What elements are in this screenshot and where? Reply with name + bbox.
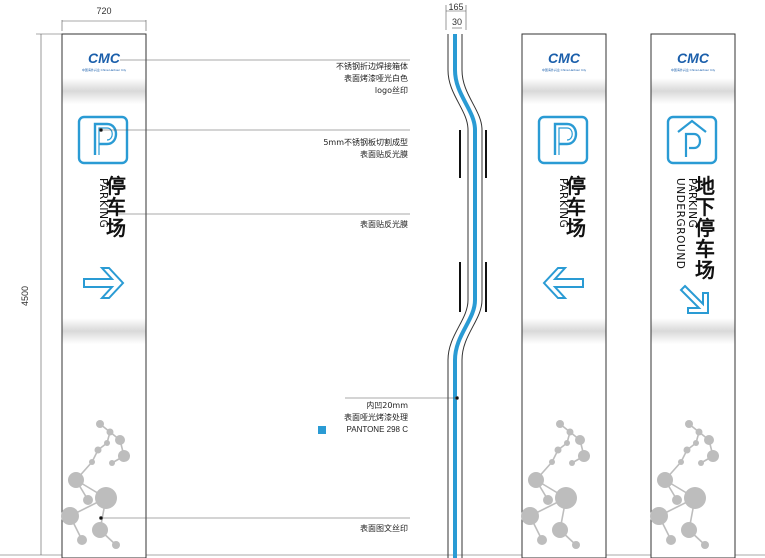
- sign-title-char: 停: [106, 174, 126, 198]
- annotation-line: 表面哑光烤漆处理: [344, 413, 408, 422]
- pantone-swatch: [318, 426, 326, 434]
- sign-english-text: PARKING: [557, 178, 569, 228]
- sign-title-char: 场: [566, 216, 586, 240]
- annotation-line: 表面图文丝印: [360, 524, 408, 533]
- arrow-right-icon: [83, 267, 125, 299]
- pantone-label: PANTONE 298 C: [346, 425, 408, 434]
- molecule-decoration: [650, 420, 719, 549]
- parking-icon: [77, 115, 129, 165]
- sign-title-char: 下: [695, 195, 715, 219]
- arrow-left-icon: [542, 267, 584, 299]
- annotation-line: 表面贴反光膜: [360, 220, 408, 229]
- annotation-line: 内凹20mm: [366, 401, 408, 410]
- sign-title-char: 车: [566, 195, 586, 219]
- silver-band: [522, 78, 606, 104]
- sign-title-char: 车: [106, 195, 126, 219]
- svg-text:中国海外兴业 China Harbour City: 中国海外兴业 China Harbour City: [671, 67, 716, 72]
- silver-band: [62, 318, 146, 344]
- sign-title-char: 场: [695, 258, 715, 282]
- side-profile: [447, 34, 487, 558]
- annotation-reflective-film: 表面贴反光膜: [360, 219, 408, 231]
- profile-inner-label: 30: [452, 17, 462, 27]
- annotation-panel-material: 5mm不锈钢板切割成型 表面贴反光膜: [323, 137, 408, 161]
- silver-band: [522, 318, 606, 344]
- leader-lines: [99, 59, 459, 520]
- molecule-decoration: [61, 420, 130, 549]
- annotation-line: 表面贴反光膜: [360, 150, 408, 159]
- annotation-line: 表面烤漆哑光白色: [344, 74, 408, 83]
- height-dimension: 4500: [20, 33, 62, 555]
- underground-parking-icon: [666, 115, 718, 165]
- silver-band: [651, 318, 735, 344]
- sign-title-char: 停: [695, 216, 715, 240]
- silver-band: [651, 78, 735, 104]
- profile-dimension: 165 30: [445, 2, 467, 30]
- silver-band: [62, 78, 146, 104]
- molecule-decoration: [521, 420, 590, 549]
- svg-text:CMC: CMC: [88, 50, 121, 66]
- svg-text:中国海外兴业 China Harbour City: 中国海外兴业 China Harbour City: [82, 67, 127, 72]
- annotation-silkscreen: 表面图文丝印: [360, 523, 408, 535]
- svg-text:CMC: CMC: [548, 50, 581, 66]
- profile-outer-label: 165: [448, 2, 463, 12]
- svg-text:中国海外兴业 China Harbour City: 中国海外兴业 China Harbour City: [542, 67, 587, 72]
- width-label: 720: [96, 6, 111, 16]
- annotation-line: 5mm不锈钢板切割成型: [323, 138, 408, 147]
- height-label: 4500: [20, 286, 30, 306]
- parking-icon: [537, 115, 589, 165]
- width-dimension: 720: [61, 6, 147, 31]
- svg-text:CMC: CMC: [677, 50, 710, 66]
- sign-english-text: PARKING: [686, 178, 698, 228]
- annotation-box-construction: 不锈钢折边焊接箱体 表面烤漆哑光白色 logo丝印: [336, 61, 408, 97]
- annotation-recess: 内凹20mm 表面哑光烤漆处理 PANTONE 298 C: [344, 400, 408, 436]
- sign-title-char: 地: [695, 174, 715, 198]
- sign-title-char: 停: [566, 174, 586, 198]
- annotation-line: 不锈钢折边焊接箱体: [336, 62, 408, 71]
- arrow-down-right-icon: [679, 284, 709, 314]
- annotation-line: logo丝印: [374, 86, 408, 95]
- blue-stripe: [453, 34, 477, 558]
- sign-title-char: 车: [695, 237, 715, 261]
- sign-title-char: 场: [106, 216, 126, 240]
- sign-english-text: UNDERGROUND: [674, 178, 686, 269]
- sign-english-text: PARKING: [97, 178, 109, 228]
